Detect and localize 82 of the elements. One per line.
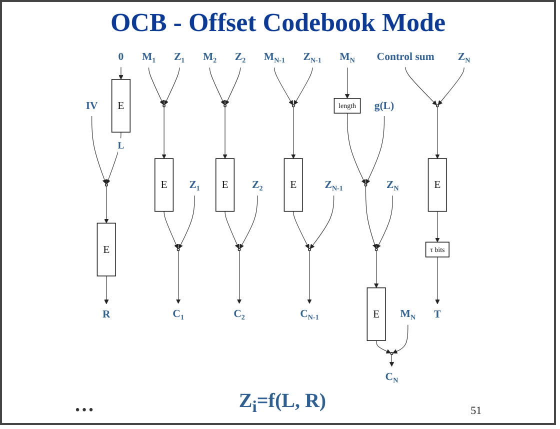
arrow — [344, 67, 350, 99]
arrow — [294, 67, 313, 106]
node-text: Z$_{N-1}$ — [324, 178, 343, 192]
node-box: E — [111, 79, 131, 133]
page-number: 51 — [470, 405, 482, 417]
node-text: 0 — [118, 51, 124, 63]
node-circle — [308, 248, 311, 252]
node-box: E — [428, 158, 447, 212]
arrow — [164, 67, 180, 106]
arrow — [176, 250, 181, 304]
arrow — [366, 116, 384, 184]
node-text: Z$_{1}$ — [174, 50, 185, 64]
node-text: Control sum — [376, 51, 434, 63]
arrow — [310, 195, 334, 249]
arrow — [118, 66, 124, 80]
arrow — [438, 67, 464, 106]
arrow — [224, 211, 240, 249]
ellipsis: … — [74, 394, 94, 417]
arrow — [104, 276, 109, 304]
arrow — [178, 195, 195, 249]
arrow — [164, 211, 178, 249]
node-text: M$_{2}$ — [202, 50, 217, 64]
node-text: g(L) — [374, 100, 394, 112]
node-text: T — [434, 308, 442, 320]
arrow — [376, 195, 393, 249]
arrow — [405, 66, 437, 106]
node-text: Z$_{2}$ — [234, 50, 246, 64]
node-circle — [176, 248, 180, 252]
node-text: C$_{N}$ — [385, 370, 398, 384]
arrow — [374, 250, 379, 288]
node-text: Z$_{N}$ — [458, 50, 470, 64]
formula: Z$_{i}$=f(L, R) — [238, 390, 326, 417]
arrow — [389, 354, 394, 367]
arrow — [291, 106, 296, 159]
node-text: Z$_{2}$ — [252, 178, 263, 192]
node-circle — [364, 183, 368, 186]
arrow — [225, 67, 241, 106]
node-circle — [224, 104, 226, 108]
arrow — [392, 324, 408, 354]
node-text: M$_{1}$ — [142, 50, 156, 64]
node-circle — [436, 104, 439, 108]
node-circle — [390, 352, 394, 355]
node-box: E — [215, 158, 235, 212]
node-text: C$_{N-1}$ — [300, 308, 319, 322]
node-circle — [162, 104, 166, 108]
arrow — [435, 211, 440, 242]
arrow — [92, 116, 107, 184]
arrow — [274, 67, 294, 106]
arrow — [148, 67, 164, 106]
edge-label: L — [118, 140, 124, 150]
node-text: M$_{N-1}$ — [264, 50, 285, 64]
arrow — [347, 112, 366, 184]
node-text: Z$_{N-1}$ — [303, 50, 322, 64]
title: OCB - Offset Codebook Mode — [109, 8, 447, 38]
arrow — [236, 250, 242, 304]
node-circle — [374, 248, 378, 252]
arrow — [435, 106, 440, 159]
arrow — [162, 106, 166, 159]
node-text: Z$_{N}$ — [386, 178, 399, 192]
node-text: M$_{N}$ — [340, 50, 355, 64]
arrow — [293, 211, 310, 249]
node-box: E — [284, 158, 303, 212]
node-text: C$_{2}$ — [234, 308, 245, 322]
arrow — [376, 340, 391, 354]
arrow — [222, 106, 228, 159]
node-text: Z$_{1}$ — [189, 178, 200, 192]
arrow — [307, 250, 312, 304]
node-text: C$_{1}$ — [172, 308, 184, 322]
node-circle — [104, 183, 108, 186]
arrow — [240, 195, 258, 249]
arrow — [104, 186, 109, 224]
node-box: E — [96, 222, 116, 276]
arrow — [365, 186, 377, 249]
node-text: M$_{N}$ — [400, 308, 416, 322]
node-text: IV — [86, 100, 98, 112]
node-circle — [238, 248, 241, 252]
node-circle — [292, 104, 295, 108]
node-text: R — [102, 308, 110, 320]
arrow — [210, 67, 225, 106]
node-box: E — [154, 158, 174, 212]
node-box: E — [366, 287, 386, 341]
arrow — [435, 256, 440, 304]
